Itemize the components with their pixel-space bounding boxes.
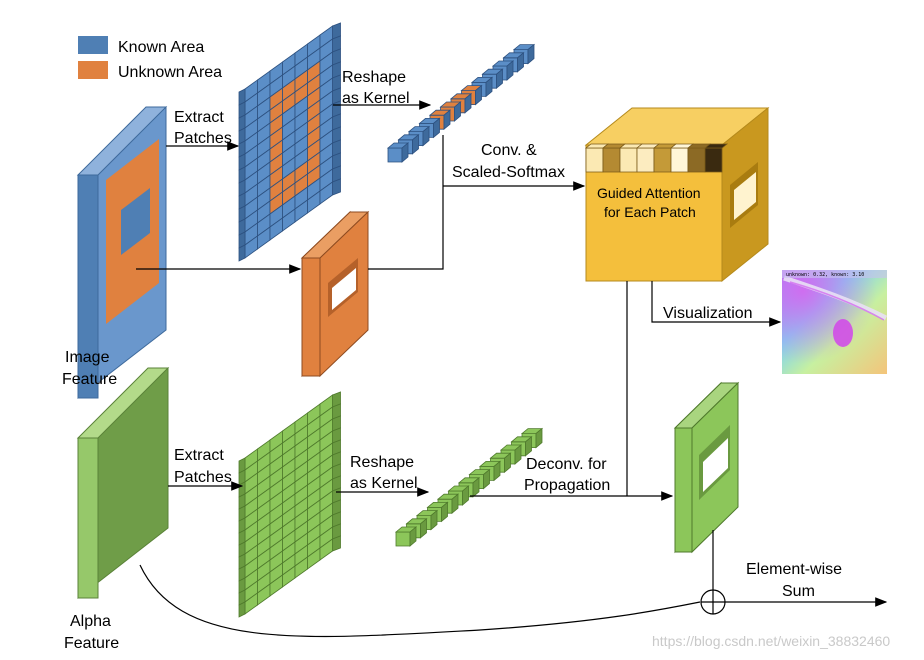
reshape-top-label-2: as Kernel	[342, 90, 410, 107]
alpha-skip-curve	[139, 564, 701, 638]
grid-edge-cell	[238, 601, 246, 618]
attention-strip	[584, 143, 729, 173]
grid-cell	[319, 538, 333, 561]
attention-cell	[602, 147, 621, 173]
strip-cube-side	[401, 142, 409, 163]
top-kernel-strip	[386, 43, 536, 163]
top-patch-grid	[238, 22, 341, 262]
element-sum-label-1: Element-wise	[746, 561, 842, 578]
visualization-caption: unknown: 0.32, known: 3.10	[786, 272, 864, 278]
image-feature-block	[76, 105, 168, 400]
visualization-image: unknown: 0.32, known: 3.10	[782, 270, 888, 374]
strip-cube-front	[395, 531, 411, 547]
legend: Known Area Unknown Area	[78, 36, 222, 81]
strip-cube-side	[443, 109, 451, 131]
reshape-bottom-label-1: Reshape	[350, 454, 414, 471]
strip-cube-side	[527, 43, 535, 65]
legend-known-swatch	[78, 36, 108, 54]
conv-label-2: Scaled-Softmax	[452, 164, 565, 181]
strip-cube-side	[514, 444, 522, 465]
extract-bottom-label-1: Extract	[174, 447, 224, 464]
guided-label-1: Guided Attention	[597, 185, 701, 201]
legend-known-label: Known Area	[118, 39, 204, 56]
image-feature-label-1: Image	[65, 349, 110, 366]
attention-cell	[670, 147, 689, 173]
strip-cube-side	[451, 493, 459, 515]
strip-cube-side	[454, 101, 461, 122]
alpha-feature-label-2: Feature	[64, 635, 119, 652]
grid-side-cell	[332, 178, 341, 196]
strip-cube-side	[464, 92, 472, 114]
attention-cell-top	[703, 143, 729, 149]
bottom-kernel-strip	[394, 427, 544, 547]
strip-cube-side	[483, 468, 490, 490]
image-feature-label-2: Feature	[62, 371, 117, 388]
visualization-label: Visualization	[663, 305, 753, 322]
element-sum-node	[700, 589, 726, 615]
strip-cube-side	[535, 427, 543, 449]
strip-cube-side	[430, 509, 438, 531]
strip-cube-side	[412, 133, 419, 155]
attention-cell	[687, 147, 706, 173]
extract-top-label-1: Extract	[174, 109, 224, 126]
strip-cube-side	[517, 51, 524, 73]
legend-unknown-swatch	[78, 61, 108, 79]
legend-unknown-label: Unknown Area	[118, 64, 222, 81]
attention-cell	[619, 147, 638, 173]
deconv-label-1: Deconv. for	[526, 456, 607, 473]
strip-cube-side	[441, 501, 448, 523]
alpha-feature-block	[76, 366, 170, 600]
guided-label-2: for Each Patch	[604, 204, 696, 220]
extract-top-label-2: Patches	[174, 130, 232, 147]
reshape-top-label-1: Reshape	[342, 69, 406, 86]
strip-cube-side	[493, 460, 501, 482]
strip-cube-side	[472, 476, 480, 498]
alpha-output-frame	[673, 381, 740, 554]
strip-cube-side	[504, 452, 511, 474]
attention-cell	[653, 147, 672, 173]
strip-cube-side	[433, 117, 440, 139]
visualization-arrow	[651, 281, 782, 327]
bottom-patch-grid	[238, 391, 341, 618]
grid-side-cell	[332, 535, 341, 552]
region-up-connector	[368, 186, 444, 270]
strip-cube-side	[485, 76, 493, 98]
conv-label-1: Conv. &	[481, 142, 537, 159]
strip-cube-front	[387, 147, 403, 163]
attention-cell	[585, 147, 604, 173]
deconv-label-2: Propagation	[524, 477, 610, 494]
strip-cube-side	[409, 526, 417, 547]
strip-cube-side	[420, 517, 427, 539]
reshape-bottom-label-2: as Kernel	[350, 475, 418, 492]
element-sum-label-2: Sum	[782, 583, 815, 600]
attention-cell	[704, 147, 723, 173]
extract-bottom-label-2: Patches	[174, 469, 232, 486]
grid-edge-cell	[238, 244, 246, 262]
strip-cube-side	[462, 485, 469, 506]
attention-cell	[636, 147, 655, 173]
strip-cube-side	[422, 125, 430, 147]
grid-cell	[319, 181, 333, 205]
strip-cube-side	[506, 60, 514, 81]
strip-cube-side	[496, 68, 503, 90]
unknown-region-frame	[300, 210, 370, 378]
strip-cube-side	[525, 435, 532, 457]
strip-cube-side	[475, 84, 482, 106]
alpha-feature-label-1: Alpha	[70, 613, 111, 630]
watermark: https://blog.csdn.net/weixin_38832460	[652, 633, 890, 649]
